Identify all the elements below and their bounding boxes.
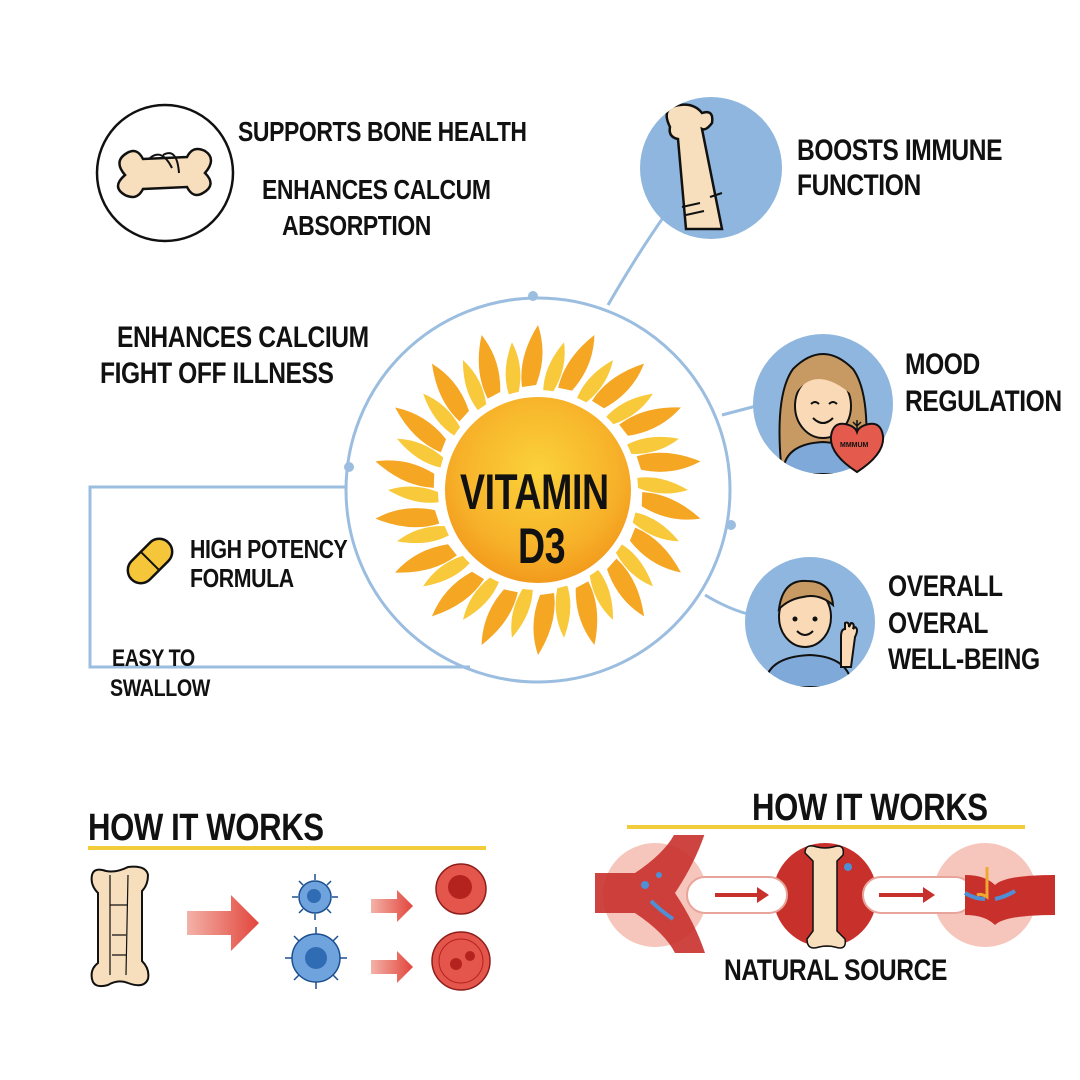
blood-cell-upper-icon (434, 862, 488, 916)
arrow-right-icon (187, 895, 259, 951)
wellbeing-icon (745, 557, 875, 687)
wellbeing-label-3: WELL-BEING (888, 643, 1040, 676)
bone-health-label: SUPPORTS BONE HEALTH (238, 116, 527, 147)
circulation-diagram (595, 835, 1055, 955)
capsule-icon (120, 530, 180, 592)
immune-cell-large-icon (283, 925, 349, 991)
mood-label-1: MOOD (905, 348, 980, 381)
vitamin-title-line2: D3 (518, 518, 566, 574)
heart-label: MMMUM (840, 442, 869, 449)
calcium-illness-label-1: ENHANCES CALCIUM (117, 321, 369, 354)
arrow-small-upper-icon (371, 890, 413, 922)
calcium-illness-label-2: FIGHT OFF ILLNESS (100, 357, 334, 390)
immune-function-label-1: BOOSTS IMMUNE (797, 134, 1003, 167)
immune-function-label-2: FUNCTION (797, 169, 921, 202)
how-it-works-left-title: HOW IT WORKS (88, 807, 324, 849)
bone-step-icon (86, 865, 156, 990)
how-it-works-right-title: HOW IT WORKS (752, 787, 988, 829)
potency-label-2: FORMULA (190, 563, 294, 593)
immune-cell-small-icon (290, 872, 340, 922)
arrow-small-lower-icon (371, 951, 413, 983)
swallow-label-2: SWALLOW (110, 675, 210, 702)
natural-source-caption: NATURAL SOURCE (724, 954, 947, 987)
potency-label-1: HIGH POTENCY (190, 534, 348, 564)
bone-health-icon (95, 103, 235, 243)
how-it-works-left-underline (88, 846, 486, 850)
vitamin-title-line1: VITAMIN (460, 464, 609, 520)
immune-function-icon (640, 97, 782, 239)
how-it-works-right-underline (627, 825, 1025, 829)
calcium-absorption-label-1: ENHANCES CALCUM (262, 174, 491, 205)
blood-cell-lower-icon (430, 930, 492, 992)
heart-icon: MMMUM (828, 418, 886, 474)
wellbeing-label-2: OVERAL (888, 607, 989, 640)
wellbeing-label-1: OVERALL (888, 570, 1003, 603)
mood-label-2: REGULATION (905, 385, 1062, 418)
sun-icon (368, 320, 708, 660)
calcium-absorption-label-2: ABSORPTION (282, 210, 431, 241)
swallow-label-1: EASY TO (112, 645, 195, 672)
